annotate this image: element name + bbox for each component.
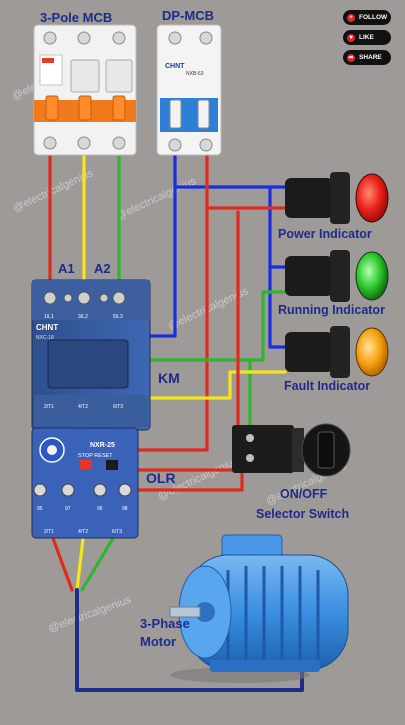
like-label: LIKE xyxy=(359,34,374,41)
share-arrow-icon: ➦ xyxy=(347,53,355,62)
wire-motor-cable xyxy=(75,588,304,692)
watermark-3: @electricalgenius xyxy=(114,175,198,223)
label-km: KM xyxy=(158,370,180,386)
overload-relay: NXR-25 STOP RESET 95 97 96 98 2/T1 4/T2 … xyxy=(31,427,139,539)
olr-term-95: 95 xyxy=(37,506,43,512)
label-a1: A1 xyxy=(58,261,75,276)
contactor-l3: 5/L3 xyxy=(113,314,123,320)
share-button[interactable]: ➦ SHARE xyxy=(343,50,391,65)
olr-bottom-t3: 6/T3 xyxy=(112,529,122,535)
power-indicator-lamp xyxy=(285,172,389,224)
label-selector-switch: Selector Switch xyxy=(256,507,349,521)
label-motor: Motor xyxy=(140,634,176,649)
label-dp-mcb: DP-MCB xyxy=(162,8,214,23)
label-running-indicator: Running Indicator xyxy=(278,303,385,317)
label-3pole-mcb: 3-Pole MCB xyxy=(40,10,112,25)
heart-icon: ♥ xyxy=(347,33,355,42)
plus-icon: + xyxy=(347,13,355,22)
watermark-7: @electricalgenius xyxy=(47,594,133,635)
olr-stop-reset: STOP RESET xyxy=(78,453,113,459)
contactor-l2: 3/L2 xyxy=(78,314,88,320)
three-phase-motor xyxy=(169,534,349,683)
olr-model: NXR-25 xyxy=(90,442,115,449)
like-button[interactable]: ♥ LIKE xyxy=(343,30,391,45)
contactor-brand: CHNT xyxy=(36,323,58,332)
contactor-t1: 2/T1 xyxy=(44,404,54,410)
label-power-indicator: Power Indicator xyxy=(278,227,372,241)
fault-indicator-lamp xyxy=(285,326,389,378)
wire-motor-green xyxy=(80,528,120,592)
olr-bottom-t2: 4/T2 xyxy=(78,529,88,535)
contactor-model: NXC-18 xyxy=(36,335,54,341)
contactor-l1: 1/L1 xyxy=(44,314,54,320)
labels: 3-Pole MCB DP-MCB Power Indicator Runnin… xyxy=(40,8,385,649)
wire-blue-fault xyxy=(268,265,287,349)
share-label: SHARE xyxy=(359,54,382,61)
olr-term-98: 98 xyxy=(122,506,128,512)
label-on-off: ON/OFF xyxy=(280,487,328,501)
wire-motor-yellow xyxy=(75,528,86,592)
label-olr: OLR xyxy=(146,470,176,486)
olr-term-97: 97 xyxy=(65,506,71,512)
contactor-t3: 6/T3 xyxy=(113,404,123,410)
olr-bottom-t1: 2/T1 xyxy=(44,529,54,535)
running-indicator-lamp xyxy=(285,250,389,302)
contactor-t2: 4/T2 xyxy=(78,404,88,410)
mcb-3pole xyxy=(33,24,137,156)
wire-motor-red xyxy=(48,528,74,592)
follow-label: FOLLOW xyxy=(359,14,388,21)
olr-term-96: 96 xyxy=(97,506,103,512)
dpmcb-model: NXB-63 xyxy=(186,71,204,77)
label-a2: A2 xyxy=(94,261,111,276)
contactor: 1/L1 3/L2 5/L3 CHNT NXC-18 2/T1 4/T2 6/T… xyxy=(31,279,151,431)
dp-mcb: CHNT NXB-63 xyxy=(156,24,222,156)
dpmcb-brand: CHNT xyxy=(165,63,185,70)
follow-button[interactable]: + FOLLOW xyxy=(343,10,391,25)
label-fault-indicator: Fault Indicator xyxy=(284,379,370,393)
label-3-phase: 3-Phase xyxy=(140,616,190,631)
selector-switch xyxy=(232,423,351,477)
